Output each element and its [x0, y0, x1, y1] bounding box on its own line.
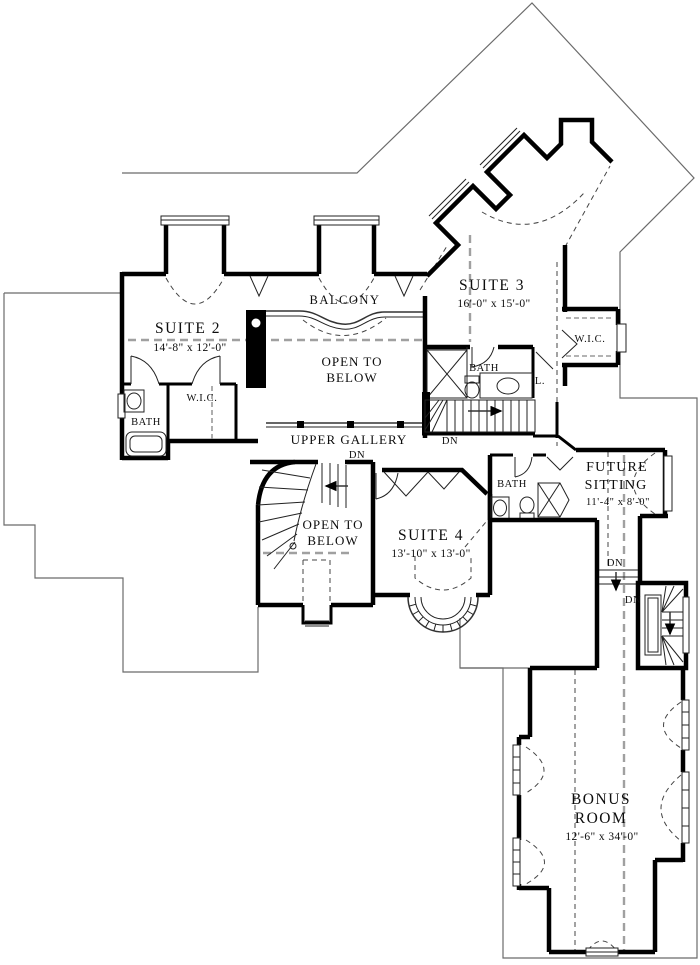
label-bonus-1: BONUS: [571, 791, 631, 808]
label-suite2: SUITE 2: [155, 320, 221, 337]
label-future-sitting-1: FUTURE: [586, 460, 648, 475]
label-open-below-2a: OPEN TO: [302, 517, 363, 532]
label-dn-winder: DN: [625, 595, 641, 606]
label-bonus-2: ROOM: [575, 810, 628, 827]
label-linen: L.: [535, 376, 545, 387]
walls-suite2-wing: [119, 215, 427, 461]
label-bath-suite3: BATH: [469, 363, 499, 374]
label-dn-gallery: DN: [349, 450, 365, 461]
ceiling-break-lines: [128, 235, 626, 950]
label-open-below-1b: BELOW: [326, 370, 377, 385]
column: [246, 310, 266, 388]
wic-window: [616, 323, 627, 353]
label-dn-stair: DN: [442, 436, 458, 447]
label-future-sitting-dims: 11'-4" x 8'-0": [586, 497, 650, 508]
curved-stair-room: [250, 459, 399, 627]
shower: [537, 482, 570, 518]
roof-outline: [3, 2, 698, 959]
label-open-below-2b: BELOW: [307, 533, 358, 548]
label-bonus-dims: 12'-6" x 34'-0": [565, 831, 638, 843]
label-upper-gallery: UPPER GALLERY: [291, 432, 408, 447]
label-balcony: BALCONY: [310, 293, 381, 307]
vanity: [479, 372, 533, 399]
sink: [123, 389, 145, 413]
toilet: [464, 375, 480, 384]
label-suite4: SUITE 4: [398, 527, 464, 544]
label-open-below-1a: OPEN TO: [321, 354, 382, 369]
label-wic-suite2: W.I.C.: [187, 393, 218, 404]
label-dn-hall: DN: [607, 558, 623, 569]
dashed-detail-lines: [165, 165, 682, 951]
label-suite3-dims: 16'-0" x 15'-0": [457, 298, 530, 310]
bathtub: [125, 431, 167, 457]
bath-suite2-fixtures: [117, 389, 167, 457]
toilet: [519, 496, 535, 514]
bath2-window: [117, 393, 126, 419]
winder-stair: [635, 580, 690, 671]
label-suite2-dims: 14'-8" x 12'-0": [153, 342, 226, 354]
label-suite3: SUITE 3: [459, 277, 525, 294]
label-bath-suite4: BATH: [497, 479, 527, 490]
future-sitting: [490, 447, 673, 668]
stair-suite3: [422, 392, 536, 436]
walls-suite4: [373, 467, 493, 633]
walls-suite3: [425, 117, 614, 452]
wic-suite3: [561, 306, 627, 368]
stair-window: [682, 596, 690, 654]
label-wic-suite3: W.I.C.: [575, 334, 606, 345]
bath-suite3: [426, 347, 554, 399]
label-future-sitting-2: SITTING: [585, 478, 648, 493]
room-labels: SUITE 2 14'-8" x 12'-0" BALCONY OPEN TO …: [131, 277, 650, 843]
walls-bonus-room: [512, 665, 690, 957]
label-suite4-dims: 13'-10" x 13'-0": [391, 548, 470, 560]
label-bath-suite2: BATH: [131, 417, 161, 428]
sitting-window: [663, 455, 673, 512]
